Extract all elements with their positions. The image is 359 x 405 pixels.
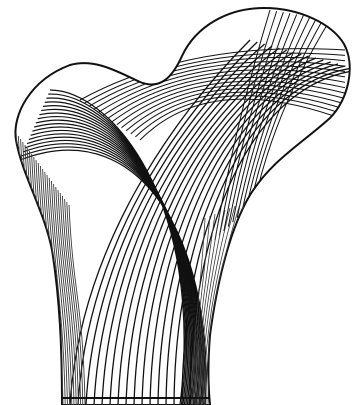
femur-engraving (0, 0, 359, 405)
femur-illustration (0, 0, 359, 405)
